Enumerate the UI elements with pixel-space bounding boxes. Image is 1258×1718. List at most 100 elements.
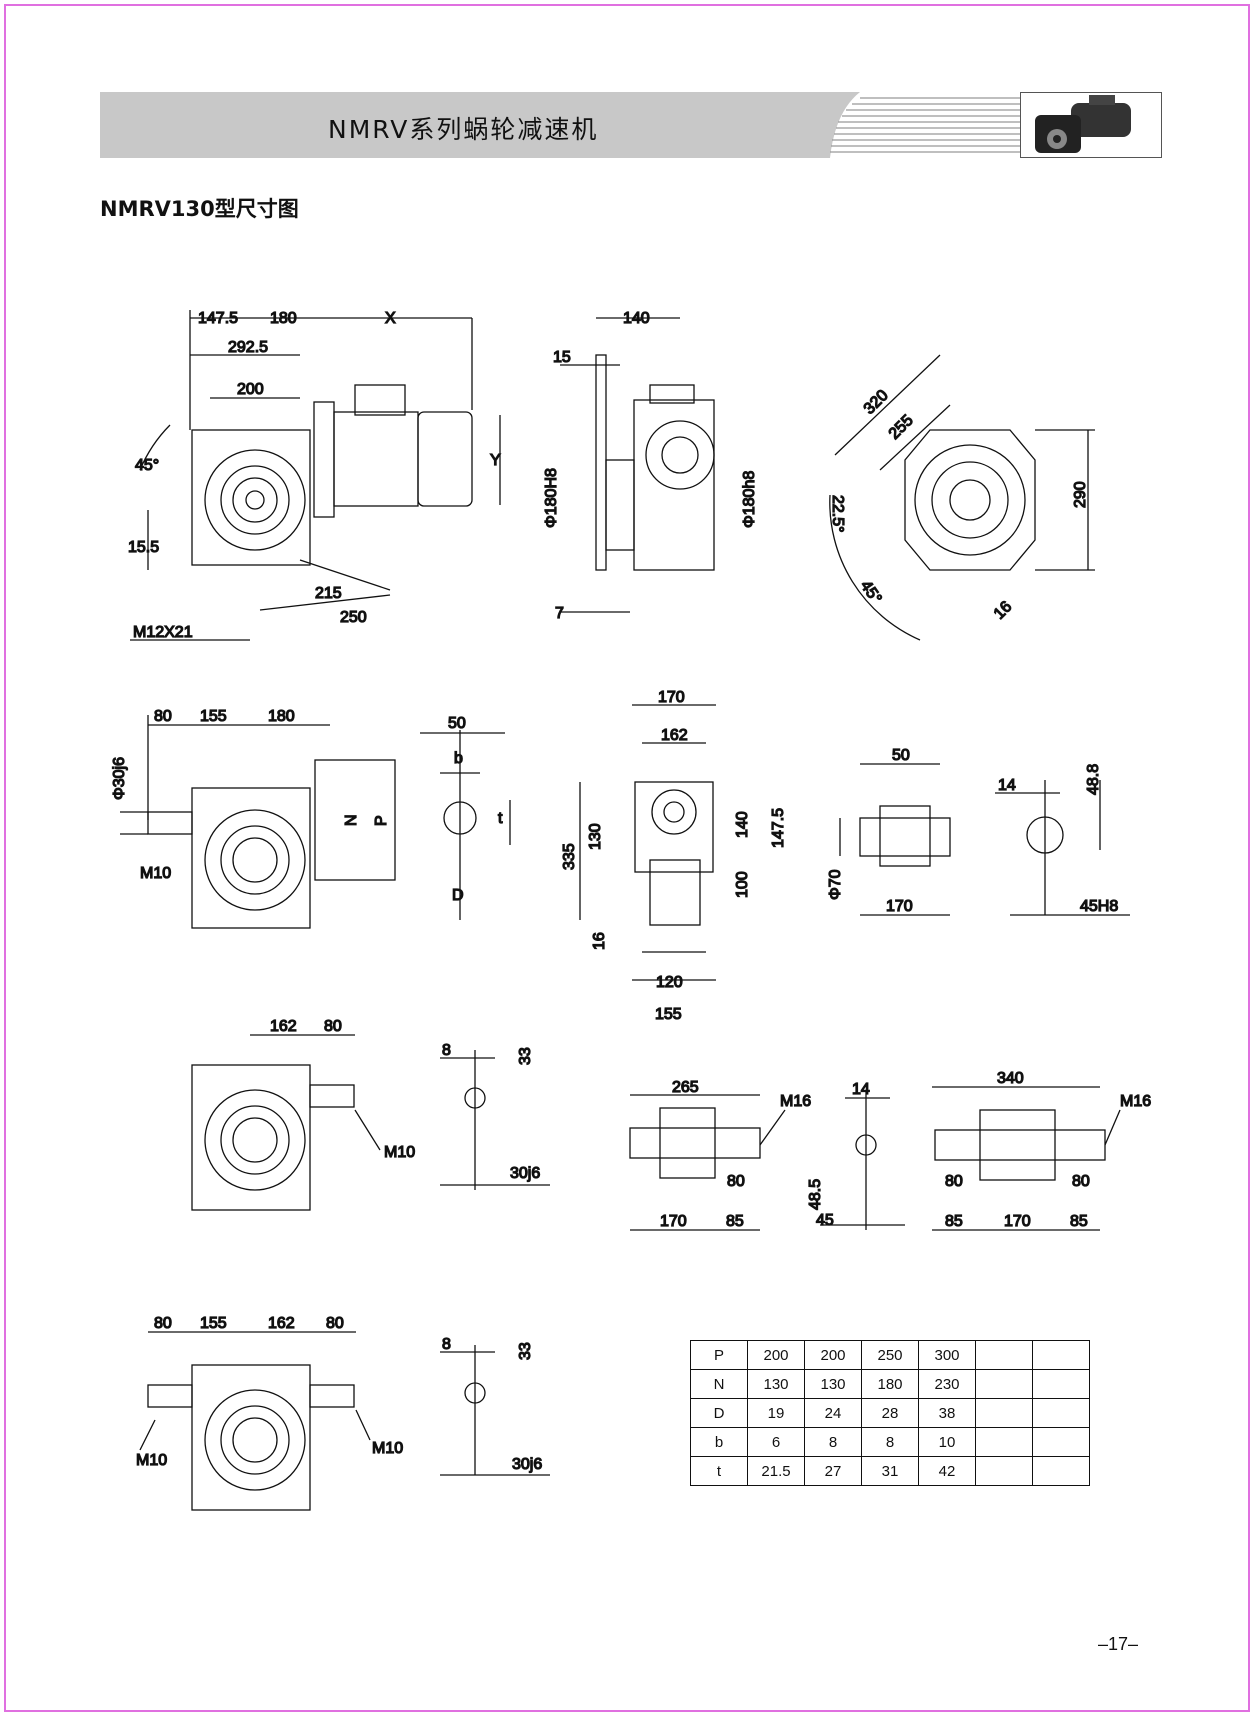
dim-label: X: [385, 310, 396, 327]
dim-label: 120: [656, 974, 683, 991]
header-stripes: [830, 92, 1020, 158]
dim-label: 170: [886, 898, 913, 915]
drawing-double-input: [139, 1331, 371, 1511]
table-cell: 38: [918, 1398, 976, 1428]
dim-label: 45: [816, 1212, 834, 1229]
header-banner: [100, 92, 860, 158]
table-cell: 250: [861, 1340, 919, 1370]
dim-label: 162: [270, 1018, 297, 1035]
page-border: [4, 4, 1250, 1712]
dim-label: M10: [384, 1144, 415, 1161]
dim-label: 33: [517, 1342, 534, 1360]
dim-label: 80: [154, 708, 172, 725]
page-title: NMRV系列蜗轮减速机: [328, 115, 599, 144]
dim-label: 155: [655, 1006, 682, 1023]
drawing-hollow-shaft: [839, 763, 951, 916]
dim-label: M10: [136, 1452, 167, 1469]
dim-label: 80: [324, 1018, 342, 1035]
dim-label: 140: [623, 310, 650, 327]
dim-label: 7: [555, 605, 564, 622]
table-cell: 230: [918, 1369, 976, 1399]
table-cell: [1032, 1369, 1090, 1399]
dim-label: 162: [268, 1315, 295, 1332]
drawing-hollow-section: [995, 780, 1130, 916]
drawing-double-output: [932, 1086, 1121, 1231]
table-cell: [1032, 1340, 1090, 1370]
dim-label: M16: [1120, 1093, 1151, 1110]
dim-label: Φ180H8: [543, 468, 560, 528]
dim-label: 100: [734, 871, 751, 898]
table-cell: 42: [918, 1456, 976, 1486]
dim-label: 8: [442, 1336, 451, 1353]
table-cell: 10: [918, 1427, 976, 1457]
dim-label: 45°: [857, 578, 885, 608]
table-cell: [975, 1369, 1033, 1399]
dim-label: 8: [442, 1042, 451, 1059]
dim-label: 85: [1070, 1213, 1088, 1230]
dim-label: 147.5: [198, 310, 238, 327]
table-cell: 200: [747, 1340, 805, 1370]
drawing-side-flange: [560, 317, 715, 613]
dim-label: 50: [448, 715, 466, 732]
dim-label: 170: [1004, 1213, 1031, 1230]
dim-label: 16: [591, 932, 608, 950]
dim-label: 250: [340, 609, 367, 626]
dim-label: N: [343, 814, 360, 826]
row-header-cell: P: [690, 1340, 748, 1370]
table-cell: 8: [804, 1427, 862, 1457]
dim-label: 162: [661, 727, 688, 744]
dim-label: P: [373, 815, 390, 826]
table-cell: [1032, 1456, 1090, 1486]
drawing-title: NMRV130型尺寸图: [100, 197, 299, 221]
dim-label: 340: [997, 1070, 1024, 1087]
table-cell: 130: [747, 1369, 805, 1399]
drawing-front-view: [579, 704, 716, 981]
dim-label: 170: [660, 1213, 687, 1230]
table-cell: [975, 1427, 1033, 1457]
dim-label: Φ30j6: [111, 757, 128, 800]
table-cell: 27: [804, 1456, 862, 1486]
table-cell: [975, 1398, 1033, 1428]
drawing-keyway-section: [820, 1090, 905, 1230]
dim-label: 335: [561, 843, 578, 870]
row-header-cell: t: [690, 1456, 748, 1486]
dim-label: 147.5: [770, 808, 787, 848]
table-cell: 21.5: [747, 1456, 805, 1486]
dim-label: 14: [998, 777, 1016, 794]
dim-label: 14: [852, 1081, 870, 1098]
table-cell: 8: [861, 1427, 919, 1457]
drawing-shaft-section: [420, 730, 511, 920]
dim-label: 48.8: [1085, 764, 1102, 795]
dim-label: 80: [154, 1315, 172, 1332]
drawing-flange-face: [829, 354, 1095, 641]
dim-label: 215: [315, 585, 342, 602]
dim-label: Y: [490, 452, 501, 469]
dim-label: M12X21: [133, 624, 193, 641]
dim-label: 45H8: [1080, 898, 1118, 915]
dim-label: 22.5°: [829, 495, 846, 533]
dim-label: 200: [237, 381, 264, 398]
drawing-input-shaft: [120, 715, 396, 929]
page-number: –17–: [1098, 1634, 1139, 1654]
dim-label: 30j6: [512, 1456, 542, 1473]
row-header-cell: D: [690, 1398, 748, 1428]
dim-label: 180: [270, 310, 297, 327]
drawing-input-section: [440, 1345, 550, 1476]
table-cell: [975, 1456, 1033, 1486]
dim-label: Φ180h8: [741, 471, 758, 528]
dim-label: 15.5: [128, 539, 159, 556]
dim-label: 292.5: [228, 339, 268, 356]
dim-label: M10: [372, 1440, 403, 1457]
dim-label: D: [452, 887, 464, 904]
dim-label: 48.5: [807, 1179, 824, 1210]
row-header-cell: b: [690, 1427, 748, 1457]
dim-label: b: [454, 750, 463, 767]
dim-label: 320: [861, 387, 892, 418]
drawing-output-shaft: [191, 1034, 381, 1211]
dim-label: 30j6: [510, 1165, 540, 1182]
table-cell: 31: [861, 1456, 919, 1486]
table-cell: 130: [804, 1369, 862, 1399]
